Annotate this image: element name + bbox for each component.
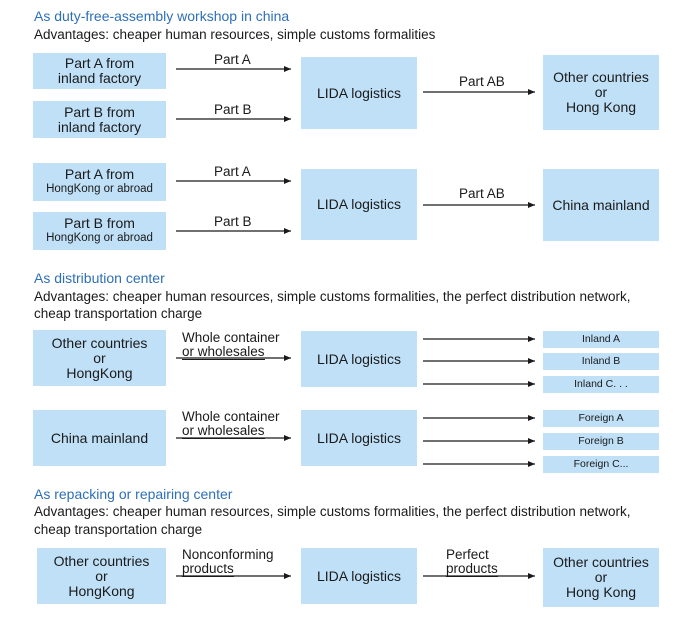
target-inland-c: Inland C. . .: [543, 376, 659, 393]
part-a-abroad-title: Part A from: [64, 166, 135, 182]
arrow-label-part-ab-1: Part AB: [459, 74, 505, 89]
part-a-inland-box: Part A from inland factory: [33, 53, 166, 89]
destination-other-countries-1: Other countries or Hong Kong: [543, 55, 659, 130]
part-b-inland-box: Part B from inland factory: [33, 101, 166, 138]
wholesales-label-1: or wholesales: [182, 344, 265, 360]
arrow-label-part-a-2: Part A: [214, 164, 251, 179]
lida-logistics-hub-4: LIDA logistics: [301, 410, 417, 466]
arrow-label-part-b-2: Part B: [214, 214, 252, 229]
section2-advantages-line1: Advantages: cheaper human resources, sim…: [34, 289, 631, 304]
target-foreign-a: Foreign A: [543, 410, 659, 427]
arrow-label-part-a: Part A: [214, 52, 251, 67]
lida-logistics-hub-3: LIDA logistics: [301, 331, 417, 387]
section1-advantages: Advantages: cheaper human resources, sim…: [34, 27, 436, 42]
source-other-countries-2: Other countries or HongKong: [37, 548, 166, 604]
whole-container-label-2: Whole container: [182, 409, 280, 424]
perfect-label: Perfect: [446, 547, 489, 562]
section2-advantages-line2: cheap transportation charge: [34, 306, 203, 321]
target-foreign-c: Foreign C...: [543, 456, 659, 473]
part-b-abroad-sub: HongKong or abroad: [46, 232, 153, 244]
destination-other-countries-2: Other countries or Hong Kong: [543, 548, 659, 607]
arrow-label-part-ab-2: Part AB: [459, 186, 505, 201]
section3-advantages-line2: cheap transportation charge: [34, 522, 203, 537]
part-b-abroad-box: Part B from HongKong or abroad: [33, 212, 166, 250]
destination-china-mainland: China mainland: [543, 169, 659, 241]
nonconforming-label: Nonconforming: [182, 547, 274, 562]
section2-title: As distribution center: [34, 270, 165, 286]
section1-title: As duty-free-assembly workshop in china: [34, 8, 290, 24]
target-foreign-b: Foreign B: [543, 433, 659, 450]
target-inland-b: Inland B: [543, 353, 659, 370]
source-other-countries-1: Other countries or HongKong: [33, 330, 166, 386]
source-china-mainland: China mainland: [33, 410, 166, 466]
lida-logistics-hub-1: LIDA logistics: [301, 57, 417, 129]
part-a-abroad-box: Part A from HongKong or abroad: [33, 163, 166, 201]
part-b-abroad-title: Part B from: [64, 215, 135, 231]
arrow-label-part-b: Part B: [214, 102, 252, 117]
whole-container-label-1: Whole container: [182, 330, 280, 345]
part-a-abroad-sub: HongKong or abroad: [46, 183, 153, 195]
section3-title: As repacking or repairing center: [34, 486, 233, 502]
lida-logistics-hub-2: LIDA logistics: [301, 169, 417, 240]
section3-advantages-line1: Advantages: cheaper human resources, sim…: [34, 504, 631, 519]
target-inland-a: Inland A: [543, 331, 659, 348]
lida-logistics-hub-5: LIDA logistics: [301, 548, 417, 604]
